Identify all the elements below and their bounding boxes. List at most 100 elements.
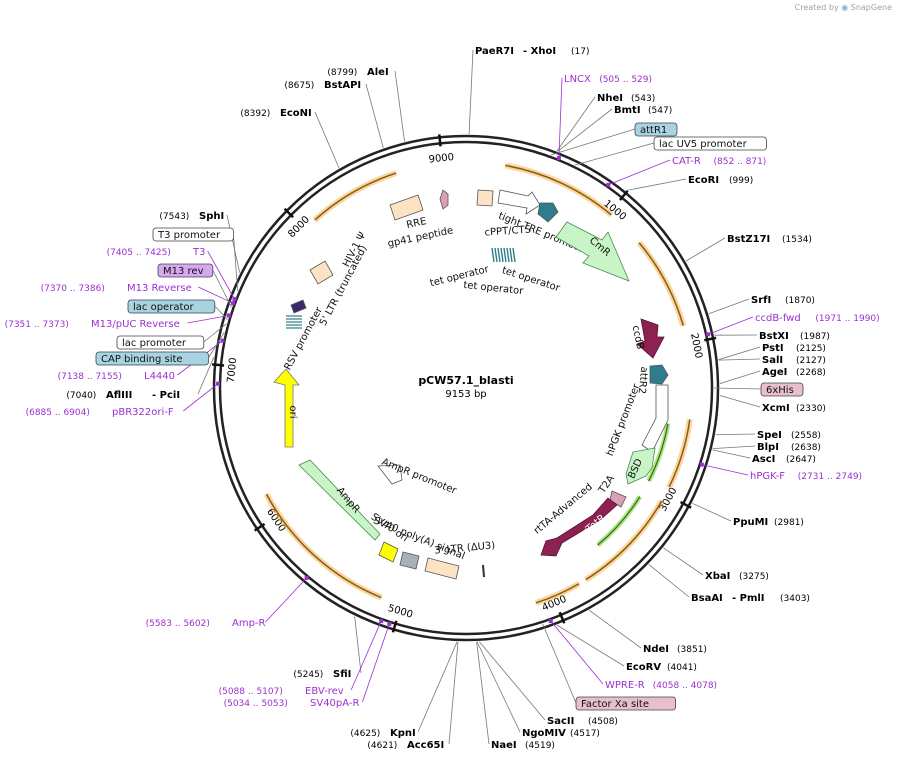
gp41-peptide-label: gp41 peptide bbox=[387, 225, 454, 250]
enzyme-site-acc65i[interactable]: (4621)Acc65I bbox=[367, 740, 444, 751]
primer-ccdb-fwd[interactable]: ccdB-fwd(1971 .. 1990) bbox=[755, 313, 880, 324]
primer-mark bbox=[548, 619, 553, 624]
enzyme-name: XcmI bbox=[762, 403, 790, 414]
enzyme-site-sfii[interactable]: (5245)SfiI bbox=[293, 669, 351, 680]
enzyme-name: BstXI bbox=[759, 331, 789, 342]
enzyme-name: AflIII bbox=[106, 390, 132, 401]
enzyme-site-afliii[interactable]: (7040)AflIII- PciI bbox=[66, 390, 180, 401]
enzyme-name: SfiI bbox=[333, 669, 351, 680]
enzyme-leader-line bbox=[476, 641, 490, 745]
feature-box-factor-xa-site[interactable]: Factor Xa site bbox=[575, 696, 676, 711]
primer-lncx[interactable]: LNCX(505 .. 529) bbox=[564, 74, 652, 85]
primer-hpgk-f[interactable]: hPGK-F(2731 .. 2749) bbox=[750, 471, 862, 482]
enzyme-name: NaeI bbox=[491, 740, 517, 751]
enzyme-position: (2647) bbox=[786, 455, 816, 465]
primer-leader-line bbox=[608, 159, 671, 186]
enzyme-position: (2330) bbox=[796, 404, 826, 414]
feature-box-label: CAP binding site bbox=[101, 354, 183, 365]
feature-box-leader bbox=[214, 305, 228, 320]
enzyme-site-ecorv[interactable]: EcoRV(4041) bbox=[626, 662, 697, 673]
primer-name: LNCX bbox=[564, 74, 591, 85]
feature-box-lac-promoter[interactable]: lac promoter bbox=[116, 335, 205, 350]
hiv-psi-box bbox=[309, 260, 334, 285]
enzyme-extra: - PmlI bbox=[732, 593, 765, 604]
enzyme-site-xbai[interactable]: XbaI(3275) bbox=[705, 571, 769, 582]
enzyme-site-spei[interactable]: SpeI(2558) bbox=[757, 430, 821, 441]
primer-range: (2731 .. 2749) bbox=[798, 472, 862, 482]
enzyme-site-sali[interactable]: SalI(2127) bbox=[762, 355, 826, 366]
tet-operator-mark bbox=[506, 247, 510, 263]
feature-box-frame bbox=[116, 335, 205, 350]
primer-range: (5034 .. 5053) bbox=[224, 699, 288, 709]
enzyme-site-bmti[interactable]: BmtI(547) bbox=[614, 105, 672, 116]
feature-box-t3-promoter[interactable]: T3 promoter bbox=[152, 227, 234, 242]
enzyme-site-nhei[interactable]: NheI(543) bbox=[597, 93, 655, 104]
enzyme-name: NgoMIV bbox=[522, 728, 566, 739]
primer-t3[interactable]: (7405 .. 7425)T3 bbox=[107, 247, 206, 258]
enzyme-site-ndei[interactable]: NdeI(3851) bbox=[643, 644, 707, 655]
enzyme-leader-line bbox=[715, 433, 756, 436]
feature-arc-core bbox=[668, 419, 691, 488]
feature-box-6xhis[interactable]: 6xHis bbox=[760, 382, 804, 397]
primer-name: M13 Reverse bbox=[127, 283, 192, 294]
feature-box-label: lac promoter bbox=[122, 338, 187, 349]
enzyme-site-naei[interactable]: NaeI(4519) bbox=[491, 740, 555, 751]
primer-wpre-r[interactable]: WPRE-R(4058 .. 4078) bbox=[605, 680, 717, 691]
ring-tick-label: 3000 bbox=[658, 486, 680, 514]
enzyme-site-asci[interactable]: AscI(2647) bbox=[752, 454, 816, 465]
enzyme-site-econi[interactable]: (8392)EcoNI bbox=[240, 108, 311, 119]
enzyme-site-bstxi[interactable]: BstXI(1987) bbox=[759, 331, 830, 342]
enzyme-site-ppumi[interactable]: PpuMI(2981) bbox=[733, 517, 804, 528]
enzyme-position: (999) bbox=[729, 176, 753, 186]
enzyme-site-kpni[interactable]: (4625)KpnI bbox=[350, 728, 415, 739]
enzyme-site-sphi[interactable]: (7543)SphI bbox=[159, 211, 224, 222]
enzyme-site-alei[interactable]: (8799)AleI bbox=[327, 67, 388, 78]
primer-ebv-rev[interactable]: (5088 .. 5107)EBV-rev bbox=[219, 686, 344, 697]
primer-range: (7138 .. 7155) bbox=[58, 372, 122, 382]
rsv-marker bbox=[290, 299, 307, 314]
feature-box-attr1[interactable]: attR1 bbox=[634, 122, 678, 137]
feature-box-lac-uv5-promoter[interactable]: lac UV5 promoter bbox=[653, 136, 767, 151]
primer-amp-r[interactable]: (5583 .. 5602)Amp-R bbox=[146, 618, 266, 629]
ori-arrow bbox=[273, 368, 300, 448]
tet-operator-mark bbox=[500, 247, 504, 263]
primer-m13-reverse[interactable]: (7370 .. 7386)M13 Reverse bbox=[41, 283, 192, 294]
enzyme-site-sacii[interactable]: SacII(4508) bbox=[547, 716, 618, 727]
enzyme-site-srfi[interactable]: SrfI(1870) bbox=[751, 295, 815, 306]
primer-sv40pa-r[interactable]: (5034 .. 5053)SV40pA-R bbox=[224, 698, 360, 709]
primer-name: CAT-R bbox=[672, 156, 701, 167]
feature-box-lac-operator[interactable]: lac operator bbox=[127, 299, 216, 314]
enzyme-site-bsaai[interactable]: BsaAI- PmlI(3403) bbox=[691, 593, 810, 604]
primer-mark bbox=[220, 338, 225, 343]
green-feature-arc-core bbox=[648, 423, 669, 482]
enzyme-position: (7040) bbox=[66, 391, 96, 401]
enzyme-site-bstapi[interactable]: (8675)BstAPI bbox=[284, 80, 361, 91]
primer-m13-puc-reverse[interactable]: (7351 .. 7373)M13/pUC Reverse bbox=[5, 319, 180, 330]
enzyme-position: (1534) bbox=[782, 235, 812, 245]
enzyme-site-ecori[interactable]: EcoRI(999) bbox=[688, 175, 753, 186]
primer-pbr322ori-f[interactable]: (6885 .. 6904)pBR322ori-F bbox=[26, 407, 174, 418]
enzyme-leader-line bbox=[692, 502, 732, 522]
enzyme-site-agei[interactable]: AgeI(2268) bbox=[762, 367, 826, 378]
enzyme-site-xcmi[interactable]: XcmI (2330) bbox=[762, 403, 826, 414]
feature-box-m13-rev[interactable]: M13 rev bbox=[157, 263, 214, 278]
enzyme-name: BmtI bbox=[614, 105, 641, 116]
enzyme-site-paer7i[interactable]: PaeR7I- XhoI(17) bbox=[475, 46, 589, 57]
enzyme-site-blpi[interactable]: BlpI(2638) bbox=[757, 442, 821, 453]
enzyme-leader-line bbox=[718, 346, 761, 361]
primer-leader-line bbox=[558, 77, 563, 159]
primer-cat-r[interactable]: CAT-R(852 .. 871) bbox=[672, 156, 766, 167]
enzyme-site-bstz17i[interactable]: BstZ17I(1534) bbox=[727, 234, 812, 245]
enzyme-site-ngomiv[interactable]: NgoMIV(4517) bbox=[522, 728, 600, 739]
ring-tick bbox=[558, 611, 566, 624]
primer-mark bbox=[226, 313, 231, 318]
primer-l4440[interactable]: (7138 .. 7155)L4440 bbox=[58, 371, 175, 382]
enzyme-leader-line bbox=[708, 298, 750, 315]
feature-box-cap-binding-site[interactable]: CAP binding site bbox=[95, 351, 209, 366]
feature-box-label: lac operator bbox=[133, 302, 194, 313]
ltr3-marker bbox=[482, 564, 485, 578]
enzyme-name: SpeI bbox=[757, 430, 782, 441]
ring-tick bbox=[391, 620, 398, 633]
enzyme-site-psti[interactable]: PstI(2125) bbox=[762, 343, 826, 354]
